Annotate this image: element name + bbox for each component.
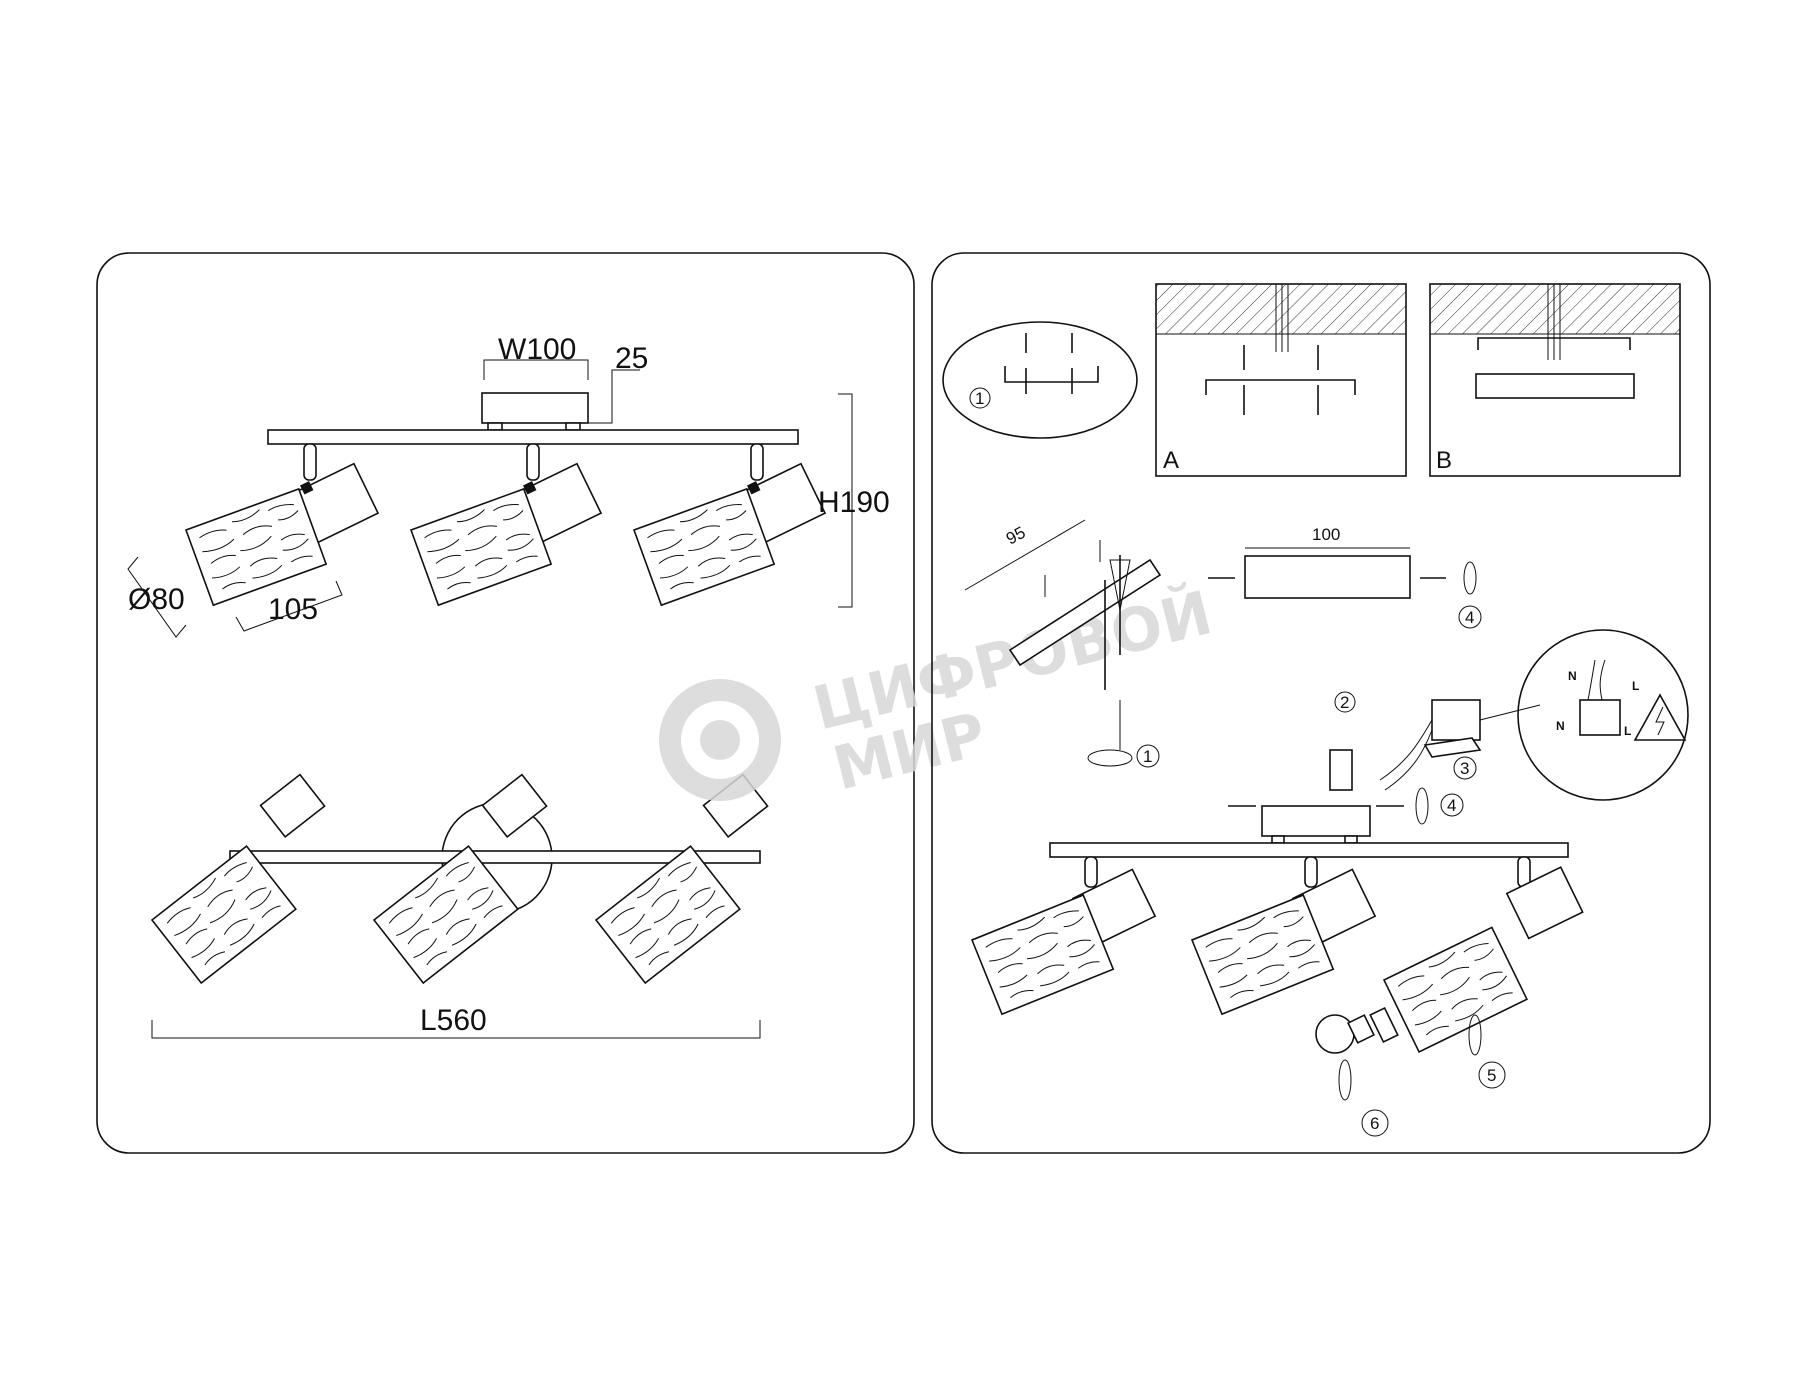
track-bar <box>229 850 761 864</box>
base-plate-b <box>1475 373 1635 399</box>
ceiling-hatch-b <box>1429 283 1681 335</box>
ceiling-canopy <box>481 392 589 424</box>
watermark: ЦИФРОВОЙ МИР <box>659 576 1219 805</box>
wire-n-bottom: N <box>1556 719 1565 733</box>
shade-length-label: 105 <box>268 593 318 626</box>
watermark-line1: ЦИФРОВОЙ <box>806 576 1219 744</box>
installation-panel-frame <box>931 252 1711 1154</box>
length-label: L560 <box>420 1004 487 1037</box>
step-5-label: 5 <box>1487 1066 1496 1085</box>
fixture-bar <box>1049 842 1569 858</box>
wire-l-top: L <box>1632 679 1639 693</box>
step-1-marker-bracket <box>1136 744 1160 768</box>
ceiling-hatch-a <box>1155 283 1407 335</box>
anchor-detail: 1 <box>942 321 1138 439</box>
mounting-bar <box>267 429 799 445</box>
step-3-label: 3 <box>1460 759 1469 778</box>
bulb-icon <box>1315 1014 1375 1054</box>
wiring-detail: N L N L <box>1517 629 1689 801</box>
spotlight-2 <box>410 443 603 606</box>
gear-logo-icon <box>659 679 781 801</box>
step-2-label: 2 <box>1340 693 1349 712</box>
step-4-fixture-label: 4 <box>1447 796 1456 815</box>
dimensions-panel: W100 25 H190 Ø80 105 L560 <box>96 252 915 1154</box>
width-label: W100 <box>498 333 576 366</box>
step-4-marker <box>1458 605 1482 629</box>
wire-n-top: N <box>1568 669 1577 683</box>
step-5-marker <box>1478 1061 1506 1089</box>
mounting-bracket: 95 1 <box>964 519 1162 768</box>
spotlight-1 <box>185 443 380 606</box>
step-6-label: 6 <box>1370 1114 1379 1133</box>
dimensions-panel-frame <box>96 252 915 1154</box>
step-2-marker <box>1334 691 1356 713</box>
height-label: H190 <box>818 486 890 519</box>
step-4-marker-fixture <box>1440 793 1464 817</box>
panel-b-label: B <box>1436 447 1452 474</box>
step-3-marker <box>1453 756 1477 780</box>
base-plate: 100 4 <box>1208 525 1482 629</box>
step-4-label: 4 <box>1465 608 1474 627</box>
spotlight-3 <box>633 443 827 606</box>
diameter-label: Ø80 <box>128 583 185 616</box>
base-dim-label: 100 <box>1312 525 1340 544</box>
installation-panel: 1 A B 95 <box>931 252 1711 1154</box>
step-1-label: 1 <box>975 389 984 408</box>
dimension-lines <box>127 359 853 1039</box>
luminaire-side-view <box>185 392 827 606</box>
panel-a-label: A <box>1163 447 1179 474</box>
bracket-dim-label: 95 <box>1003 523 1029 549</box>
step-1-marker <box>969 387 991 409</box>
luminaire-top-view <box>151 773 769 984</box>
step-1-bracket-label: 1 <box>1143 747 1152 766</box>
fixture-assembly: 4 5 6 <box>971 787 1584 1137</box>
panel-a: A <box>1155 283 1407 477</box>
panel-b: B <box>1429 283 1681 477</box>
depth-label: 25 <box>615 342 648 375</box>
step-6-marker <box>1361 1109 1389 1137</box>
terminal-block: 2 3 <box>1329 691 1541 791</box>
high-voltage-warning-icon <box>1633 693 1687 741</box>
wire-l-bottom: L <box>1624 724 1631 738</box>
